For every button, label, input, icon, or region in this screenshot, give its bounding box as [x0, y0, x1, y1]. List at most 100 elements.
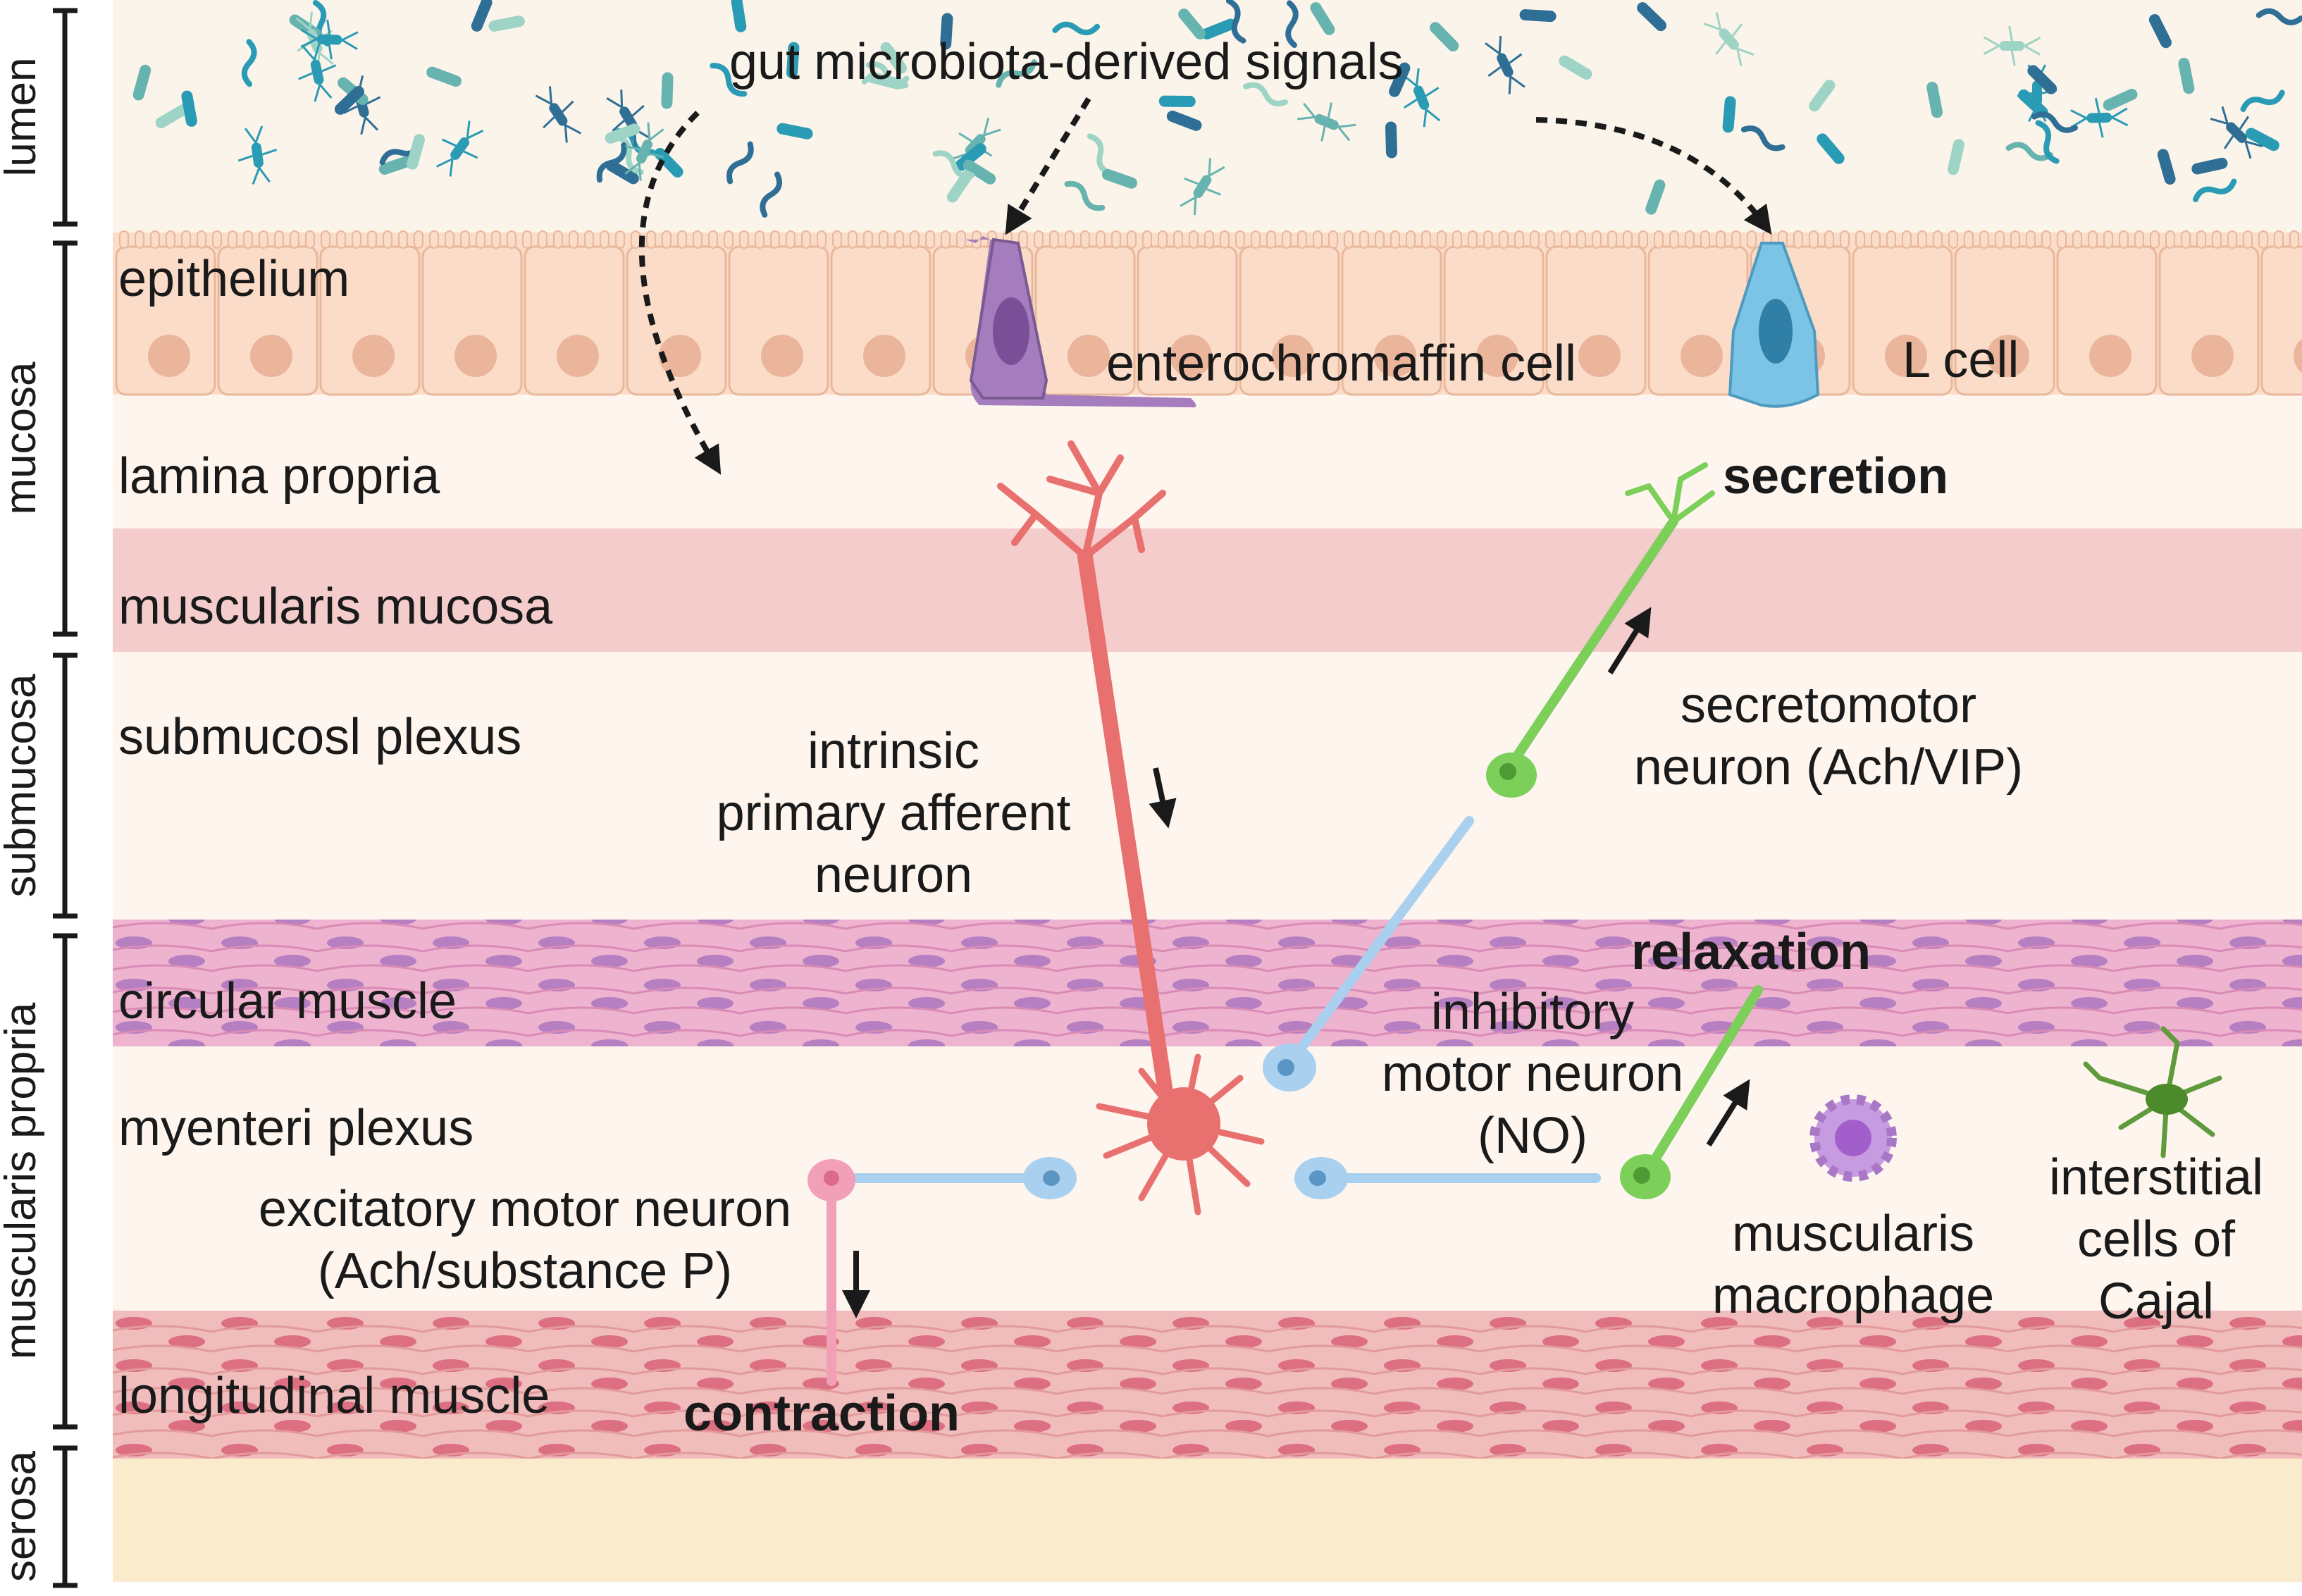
side-label-submucosa: submucosa	[0, 674, 45, 898]
bacterium	[1389, 62, 1411, 97]
bacterium	[2240, 89, 2285, 112]
epithelial-nucleus	[1170, 335, 1212, 377]
microvillus	[1127, 230, 1137, 249]
microvillus	[693, 230, 703, 249]
label-submucosal-plexus: submucosl plexus	[118, 709, 521, 765]
epithelial-nucleus	[1374, 335, 1416, 377]
bacterium	[334, 85, 364, 115]
bacterium	[726, 141, 754, 185]
epithelial-cell	[421, 245, 523, 396]
microvillus	[507, 230, 516, 249]
microvillus	[2103, 230, 2113, 249]
bacterium	[471, 0, 493, 32]
microvillus	[228, 230, 237, 249]
bacterium	[1519, 9, 1557, 23]
microvillus	[1080, 230, 1090, 249]
microvillus	[708, 230, 718, 249]
label-secretion: secretion	[1723, 448, 1948, 505]
microvillus	[1049, 230, 1059, 249]
bacterium	[963, 159, 996, 185]
microvillus	[2258, 230, 2268, 249]
microvillus	[569, 230, 578, 249]
bacterium	[1297, 102, 1356, 142]
label-excitatory-line1: excitatory motor neuron	[259, 1181, 791, 1237]
microvillus	[259, 230, 268, 249]
epithelial-nucleus	[557, 335, 599, 377]
microvillus	[2212, 230, 2222, 249]
bacterium	[624, 122, 664, 181]
excitatory-motor-neuron-icon	[807, 1159, 855, 1386]
label-secretomotor-line2: neuron (Ach/VIP)	[1634, 739, 2023, 796]
microvillus	[1886, 230, 1896, 249]
microvillus	[1948, 230, 1958, 249]
bacterium	[1740, 125, 1786, 151]
microvillus	[1607, 230, 1617, 249]
epithelial-cell	[217, 245, 318, 396]
label-relaxation: relaxation	[1631, 924, 1871, 980]
side-label-muscularis-propria: muscularis propria	[0, 1002, 45, 1359]
microvillus	[1561, 230, 1571, 249]
microvillus	[305, 230, 315, 249]
microvillus	[1638, 230, 1648, 249]
bacterium	[1430, 22, 1459, 52]
interneuron-icon	[851, 1157, 1077, 1199]
bacterium	[1180, 158, 1225, 216]
microvillus	[1483, 230, 1493, 249]
microvillus	[1917, 230, 1927, 249]
bacterium	[2255, 8, 2302, 25]
bacterium	[1645, 179, 1666, 215]
microvillus	[166, 230, 175, 249]
bacterium	[2148, 14, 2172, 49]
bacterium	[2191, 157, 2228, 175]
label-ipan-line1: intrinsic	[807, 723, 979, 779]
microvillus	[274, 230, 284, 249]
bacterium	[1703, 12, 1755, 66]
microvillus	[941, 230, 951, 249]
microvillus	[1716, 230, 1726, 249]
intrinsic-primary-afferent-neuron-icon	[997, 440, 1265, 1215]
microvillus	[2041, 230, 2051, 249]
microvillus	[398, 230, 408, 249]
bacterium	[1926, 82, 1943, 118]
microvillus	[1499, 230, 1509, 249]
bacterium	[861, 73, 910, 87]
microvillus	[615, 230, 625, 249]
microvillus	[1669, 230, 1679, 249]
microvillus	[1390, 230, 1400, 249]
label-microbiota-signals: gut microbiota-derived signals	[729, 34, 1403, 90]
bacterium	[996, 59, 1037, 88]
microvillus	[119, 230, 129, 249]
interstitial-cells-of-cajal-icon	[2083, 1026, 2222, 1158]
microvillus	[925, 230, 935, 249]
bacterium	[407, 134, 426, 170]
microvillus	[1406, 230, 1416, 249]
side-label-serosa: serosa	[0, 1450, 45, 1582]
microvillus	[1282, 230, 1292, 249]
epithelial-nucleus	[1272, 335, 1314, 377]
label-icc-line3: Cajal	[2098, 1273, 2214, 1330]
bacterium	[1485, 35, 1526, 94]
bacterium	[605, 123, 641, 144]
bacterium	[614, 135, 644, 175]
microvillus	[755, 230, 765, 249]
label-contraction: contraction	[683, 1385, 960, 1442]
epithelial-nucleus	[863, 335, 905, 377]
microvillus	[770, 230, 780, 249]
microvillus	[1111, 230, 1121, 249]
bacterium	[181, 90, 197, 127]
side-label-mucosa: mucosa	[0, 361, 45, 515]
epithelial-nucleus	[1068, 335, 1110, 377]
microvillus	[584, 230, 594, 249]
inhibitory-motor-neuron-icon	[1263, 816, 1474, 1091]
bacterium	[776, 123, 813, 140]
bacterium	[2103, 89, 2138, 111]
microvillus	[863, 230, 873, 249]
label-icc-line2: cells of	[2077, 1211, 2236, 1268]
bacterium	[241, 39, 257, 87]
bacterium	[1637, 2, 1666, 32]
microvillus	[1297, 230, 1307, 249]
microvillus	[1576, 230, 1586, 249]
bacterium	[1722, 96, 1736, 133]
microvillus	[1142, 230, 1152, 249]
